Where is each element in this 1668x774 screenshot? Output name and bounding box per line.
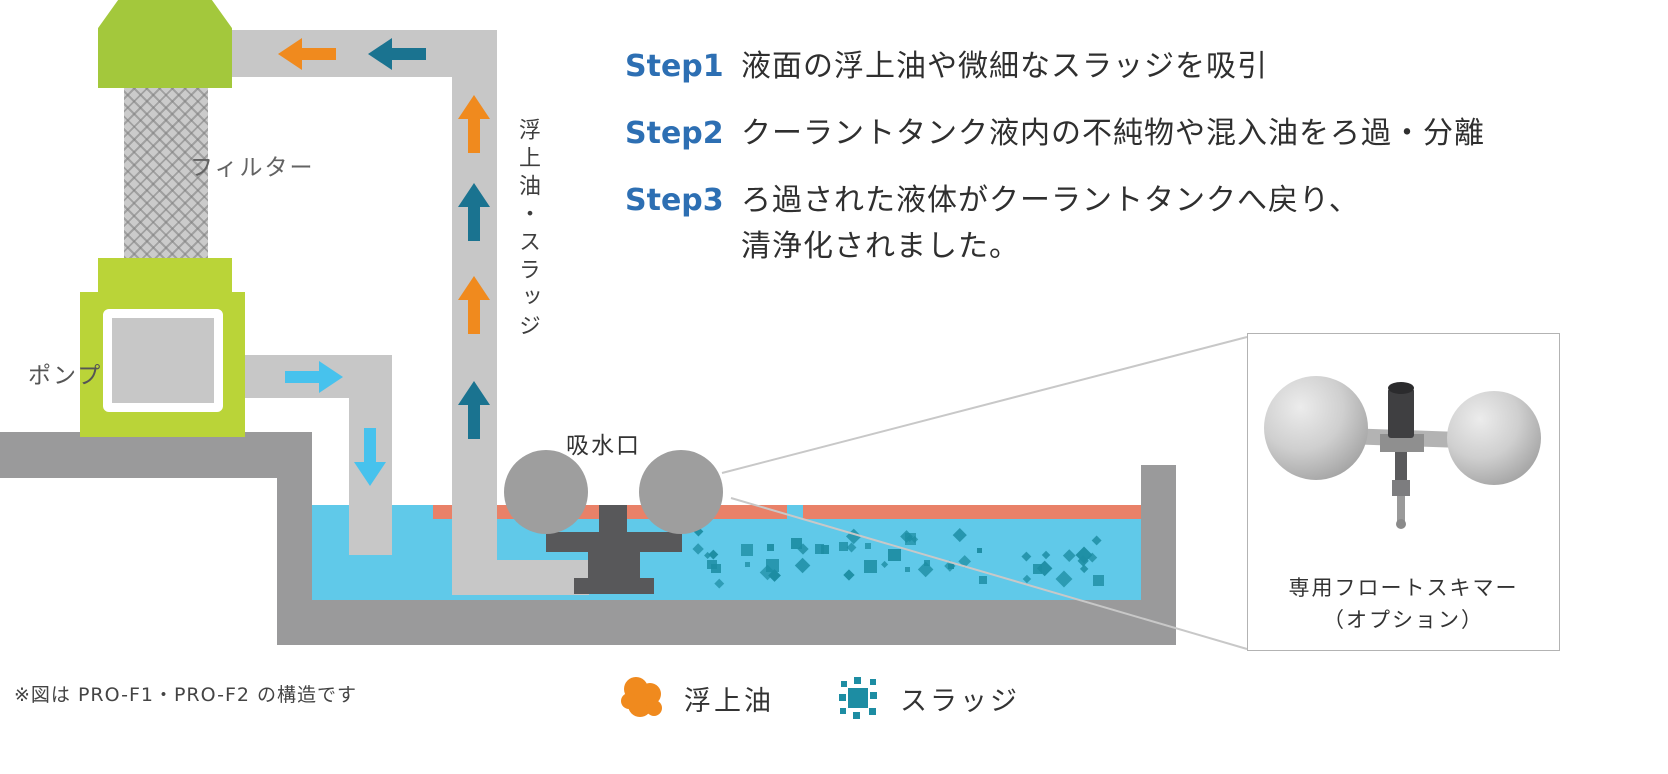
filter-label: フィルター xyxy=(190,155,315,181)
flow-arrow-down-cyan-icon xyxy=(354,424,386,490)
flow-arrow-up-teal-icon xyxy=(458,381,490,439)
float-skimmer-photo xyxy=(1264,376,1541,529)
skimmer-float-right xyxy=(639,450,723,534)
sludge-speck xyxy=(820,545,830,554)
legend-sludge-label: スラッジ xyxy=(900,685,1020,717)
step-row-3: Step3 ろ過された液体がクーラントタンクへ戻り、 清浄化されました。 xyxy=(625,178,1485,270)
floor-slab xyxy=(0,432,312,478)
flow-arrow-left-teal-icon xyxy=(368,38,426,70)
step3-text: ろ過された液体がクーラントタンクへ戻り、 清浄化されました。 xyxy=(741,178,1360,270)
return-pipe-horizontal xyxy=(228,30,497,77)
sludge-speck xyxy=(977,548,983,554)
step1-label: Step1 xyxy=(625,49,724,84)
sludge-speck xyxy=(1037,560,1054,577)
pump-motor xyxy=(103,309,223,412)
oil-icon xyxy=(616,672,668,724)
legend-item-sludge: スラッジ xyxy=(832,672,1020,724)
sludge-speck xyxy=(952,528,967,542)
intake-label: 吸水口 xyxy=(566,433,641,459)
suction-pipe-elbow xyxy=(497,560,589,595)
sludge-speck xyxy=(905,567,911,573)
floating-oil-layer-right xyxy=(803,505,1141,519)
sludge-speck xyxy=(794,557,811,573)
steps-list: Step1 液面の浮上油や微細なスラッジを吸引 Step2 クーラントタンク液内… xyxy=(625,44,1485,291)
sludge-speck xyxy=(864,560,878,573)
filter-collar xyxy=(98,258,232,292)
step2-text: クーラントタンク液内の不純物や混入油をろ過・分離 xyxy=(741,116,1485,151)
intake-foot xyxy=(574,578,654,594)
sludge-speck xyxy=(923,559,930,566)
tank-right-wall xyxy=(1141,465,1176,645)
legend-item-oil: 浮上油 xyxy=(616,672,774,724)
sludge-speck xyxy=(911,535,919,543)
footnote: ※図は PRO-F1・PRO-F2 の構造です xyxy=(14,684,358,706)
sludge-speck xyxy=(957,554,971,568)
flow-arrow-up-orange-icon xyxy=(458,276,490,334)
sludge-speck xyxy=(790,537,803,549)
sludge-speck xyxy=(744,561,751,568)
sludge-speck xyxy=(766,544,774,552)
step2-label: Step2 xyxy=(625,116,724,151)
flow-arrow-up-teal-icon xyxy=(458,183,490,241)
sludge-speck xyxy=(838,541,848,551)
sludge-speck xyxy=(845,528,862,545)
sludge-speck xyxy=(1021,551,1032,561)
sludge-speck xyxy=(979,575,988,584)
sludge-speck xyxy=(880,560,889,569)
skimmer-caption-line1: 専用フロートスキマー xyxy=(1288,576,1519,600)
sludge-speck xyxy=(1022,574,1031,583)
sludge-speck xyxy=(843,569,855,581)
skimmer-caption-line2: （オプション） xyxy=(1323,608,1484,632)
sludge-speck xyxy=(948,563,954,570)
sludge-speck xyxy=(1055,570,1073,588)
flow-arrow-right-cyan-icon xyxy=(285,361,343,393)
legend: 浮上油 スラッジ xyxy=(616,672,1078,724)
filter-body xyxy=(124,88,208,258)
filter-cap xyxy=(98,0,232,88)
riser-pipe-label: 浮上油・スラッジ xyxy=(515,118,540,342)
step3-label: Step3 xyxy=(625,183,724,218)
sludge-speck xyxy=(888,548,901,562)
step3-text-line1: ろ過された液体がクーラントタンクへ戻り、 xyxy=(741,183,1360,218)
intake-arms xyxy=(546,532,682,552)
skimmer-caption: 専用フロートスキマー （オプション） xyxy=(1248,572,1559,636)
sludge-speck xyxy=(865,542,872,549)
sludge-speck xyxy=(1093,575,1104,586)
flow-arrow-up-orange-icon xyxy=(458,95,490,153)
sludge-speck xyxy=(1091,535,1103,547)
pump-label: ポンプ xyxy=(28,363,103,389)
flow-arrow-left-orange-icon xyxy=(278,38,336,70)
legend-oil-label: 浮上油 xyxy=(684,685,774,717)
sludge-speck xyxy=(741,544,753,556)
sludge-speck xyxy=(715,578,725,588)
tank-bottom xyxy=(277,600,1176,645)
sludge-particles xyxy=(690,526,1105,589)
skimmer-detail-box: 専用フロートスキマー （オプション） xyxy=(1247,333,1560,651)
sludge-speck xyxy=(692,543,705,556)
step-row-1: Step1 液面の浮上油や微細なスラッジを吸引 xyxy=(625,44,1485,90)
step3-text-line2: 清浄化されました。 xyxy=(741,229,1020,264)
step-row-2: Step2 クーラントタンク液内の不純物や混入油をろ過・分離 xyxy=(625,111,1485,157)
skimmer-float-left xyxy=(504,450,588,534)
sludge-speck xyxy=(1041,550,1051,560)
sludge-speck xyxy=(711,564,721,574)
step1-text: 液面の浮上油や微細なスラッジを吸引 xyxy=(741,49,1268,84)
sludge-speck xyxy=(1062,549,1075,562)
intake-pedestal xyxy=(588,552,640,580)
sludge-icon xyxy=(832,672,884,724)
